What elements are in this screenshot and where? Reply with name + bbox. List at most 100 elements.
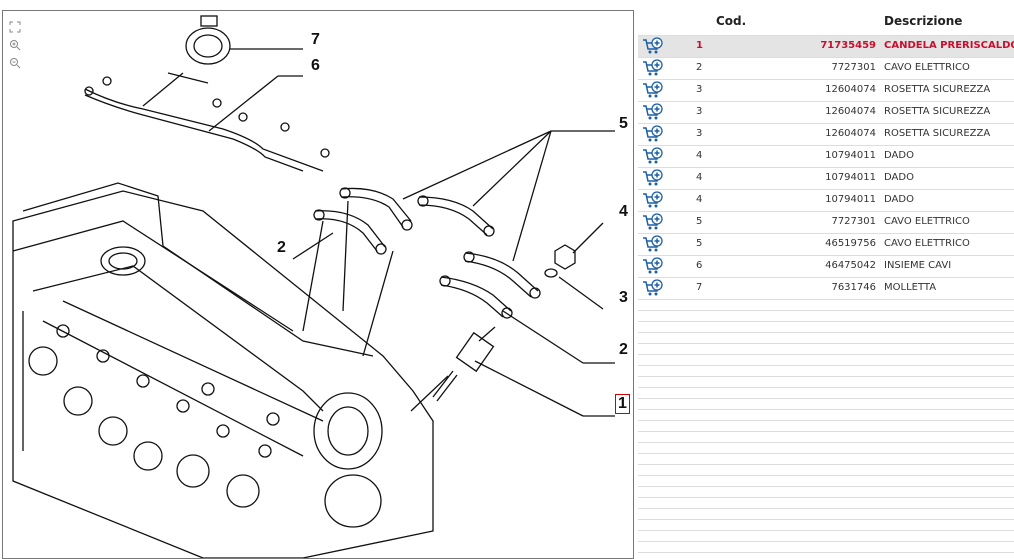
- table-row[interactable]: 3 12604074 ROSETTA SICUREZZA: [638, 124, 1014, 146]
- row-description: CAVO ELETTRICO: [884, 62, 970, 73]
- row-description: ROSETTA SICUREZZA: [884, 84, 991, 95]
- table-row[interactable]: 4 10794011 DADO: [638, 168, 1014, 190]
- row-ref: 5: [696, 238, 703, 249]
- row-description: DADO: [884, 194, 914, 205]
- row-code: 10794011: [825, 150, 876, 161]
- row-ref: 2: [696, 62, 703, 73]
- empty-row-line: [638, 321, 1014, 322]
- callout-6[interactable]: 6: [311, 57, 320, 74]
- empty-row-line: [638, 453, 1014, 454]
- empty-row-line: [638, 332, 1014, 333]
- callout-1[interactable]: 1: [615, 394, 630, 414]
- row-ref: 5: [696, 216, 703, 227]
- row-code: 7727301: [831, 216, 876, 227]
- table-row[interactable]: 2 7727301 CAVO ELETTRICO: [638, 58, 1014, 80]
- callout-7[interactable]: 7: [311, 31, 320, 48]
- add-to-cart-icon[interactable]: [642, 257, 664, 275]
- empty-row-line: [638, 387, 1014, 388]
- callout-5[interactable]: 5: [619, 115, 628, 132]
- row-description: ROSETTA SICUREZZA: [884, 106, 991, 117]
- empty-row-line: [638, 497, 1014, 498]
- row-ref: 4: [696, 172, 703, 183]
- add-to-cart-icon[interactable]: [642, 125, 664, 143]
- empty-row-line: [638, 310, 1014, 311]
- row-description: CANDELA PRERISCALDO: [884, 40, 1014, 51]
- row-ref: 4: [696, 150, 703, 161]
- add-to-cart-icon[interactable]: [642, 191, 664, 209]
- table-row[interactable]: 7 7631746 MOLLETTA: [638, 278, 1014, 300]
- fit-screen-icon[interactable]: [9, 21, 21, 33]
- empty-row-line: [638, 376, 1014, 377]
- empty-row-line: [638, 519, 1014, 520]
- empty-row-line: [638, 409, 1014, 410]
- add-to-cart-icon[interactable]: [642, 37, 664, 55]
- empty-row-line: [638, 464, 1014, 465]
- table-row[interactable]: 5 7727301 CAVO ELETTRICO: [638, 212, 1014, 234]
- row-ref: 3: [696, 84, 703, 95]
- column-header-description: Descrizione: [884, 14, 963, 28]
- row-description: MOLLETTA: [884, 282, 937, 293]
- add-to-cart-icon[interactable]: [642, 213, 664, 231]
- row-description: CAVO ELETTRICO: [884, 238, 970, 249]
- row-ref: 4: [696, 194, 703, 205]
- row-code: 46519756: [825, 238, 876, 249]
- empty-row-line: [638, 354, 1014, 355]
- row-code: 7631746: [831, 282, 876, 293]
- add-to-cart-icon[interactable]: [642, 103, 664, 121]
- empty-row-line: [638, 431, 1014, 432]
- empty-row-line: [638, 486, 1014, 487]
- table-row[interactable]: 6 46475042 INSIEME CAVI: [638, 256, 1014, 278]
- row-code: 12604074: [825, 106, 876, 117]
- zoom-in-icon[interactable]: [9, 39, 21, 51]
- row-ref: 3: [696, 128, 703, 139]
- add-to-cart-icon[interactable]: [642, 59, 664, 77]
- exploded-diagram[interactable]: 7 6 5 4 2 3 2 1: [2, 10, 634, 559]
- row-ref: 7: [696, 282, 703, 293]
- add-to-cart-icon[interactable]: [642, 279, 664, 297]
- callout-4[interactable]: 4: [619, 203, 628, 220]
- engine-drawing: [12, 15, 615, 558]
- row-ref: 1: [696, 40, 703, 51]
- row-ref: 3: [696, 106, 703, 117]
- row-description: DADO: [884, 150, 914, 161]
- add-to-cart-icon[interactable]: [642, 235, 664, 253]
- empty-row-line: [638, 442, 1014, 443]
- empty-row-line: [638, 420, 1014, 421]
- row-description: CAVO ELETTRICO: [884, 216, 970, 227]
- empty-row-line: [638, 343, 1014, 344]
- add-to-cart-icon[interactable]: [642, 81, 664, 99]
- row-description: DADO: [884, 172, 914, 183]
- table-row[interactable]: 5 46519756 CAVO ELETTRICO: [638, 234, 1014, 256]
- empty-row-line: [638, 365, 1014, 366]
- row-description: INSIEME CAVI: [884, 260, 952, 271]
- row-code: 71735459: [820, 40, 876, 51]
- callout-2-upper[interactable]: 2: [277, 239, 286, 256]
- row-description: ROSETTA SICUREZZA: [884, 128, 991, 139]
- row-ref: 6: [696, 260, 703, 271]
- header-divider: [638, 35, 1014, 36]
- column-header-code: Cod.: [716, 14, 747, 28]
- row-code: 46475042: [825, 260, 876, 271]
- empty-row-line: [638, 530, 1014, 531]
- empty-row-line: [638, 475, 1014, 476]
- table-row[interactable]: 3 12604074 ROSETTA SICUREZZA: [638, 80, 1014, 102]
- parts-table: Cod. Descrizione 1 71735459 CANDELA PRERIS…: [638, 0, 1014, 559]
- callout-3[interactable]: 3: [619, 289, 628, 306]
- empty-row-line: [638, 398, 1014, 399]
- table-row[interactable]: 3 12604074 ROSETTA SICUREZZA: [638, 102, 1014, 124]
- table-row[interactable]: 4 10794011 DADO: [638, 146, 1014, 168]
- empty-row-line: [638, 541, 1014, 542]
- row-code: 12604074: [825, 84, 876, 95]
- empty-row-line: [638, 552, 1014, 553]
- table-row[interactable]: 1 71735459 CANDELA PRERISCALDO: [638, 36, 1014, 58]
- table-row[interactable]: 4 10794011 DADO: [638, 190, 1014, 212]
- row-code: 10794011: [825, 194, 876, 205]
- row-code: 7727301: [831, 62, 876, 73]
- empty-row-line: [638, 508, 1014, 509]
- row-code: 10794011: [825, 172, 876, 183]
- zoom-out-icon[interactable]: [9, 57, 21, 69]
- callout-2-lower[interactable]: 2: [619, 341, 628, 358]
- add-to-cart-icon[interactable]: [642, 169, 664, 187]
- add-to-cart-icon[interactable]: [642, 147, 664, 165]
- row-code: 12604074: [825, 128, 876, 139]
